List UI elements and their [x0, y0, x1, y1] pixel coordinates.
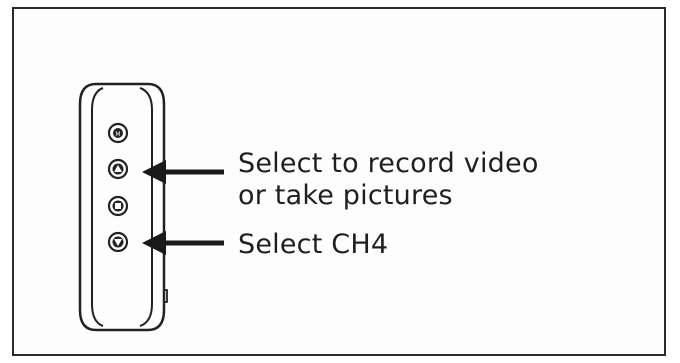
arrow-icon — [142, 231, 224, 255]
record-callout-label: Select to record video or take pictures — [238, 148, 539, 212]
svg-text:M: M — [115, 131, 120, 138]
record-callout-line2: or take pictures — [238, 180, 453, 211]
diagram-frame — [12, 7, 666, 356]
up-arrow-button-icon — [107, 158, 129, 180]
down-arrow-button-icon — [107, 231, 129, 253]
device-body — [78, 82, 168, 332]
arrow-icon — [142, 160, 224, 184]
record-callout-line1: Select to record video — [238, 148, 539, 179]
ch4-callout-label: Select CH4 — [238, 229, 389, 260]
menu-button-icon: M — [107, 122, 129, 144]
record-square-button-icon — [107, 195, 129, 217]
